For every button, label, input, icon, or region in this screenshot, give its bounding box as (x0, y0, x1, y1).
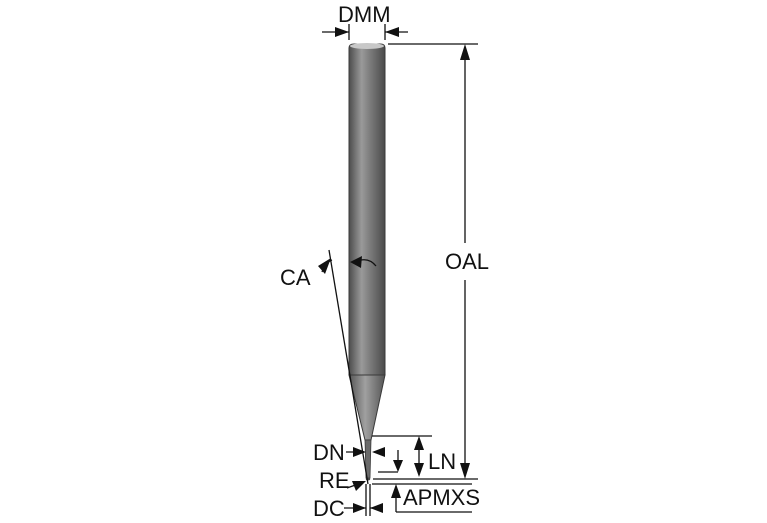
oal-dimension: OAL (373, 43, 489, 480)
dc-dimension: DC (313, 484, 383, 521)
ln-dimension: LN (372, 435, 456, 477)
apmxs-label: APMXS (403, 485, 480, 510)
re-dimension: RE (319, 468, 366, 493)
ln-label: LN (428, 449, 456, 474)
tip-height-marker (378, 450, 403, 473)
oal-label: OAL (445, 249, 489, 274)
tool-taper (348, 374, 386, 441)
re-label: RE (319, 468, 350, 493)
apmxs-dimension: APMXS (372, 483, 480, 513)
dn-label: DN (313, 440, 345, 465)
dmm-dimension: DMM (322, 2, 408, 40)
ca-angle: CA (280, 249, 377, 485)
dmm-label: DMM (338, 2, 391, 27)
tool-neck (364, 439, 372, 479)
tool-body (348, 43, 386, 481)
tool-shank (348, 43, 386, 376)
shank-end-face (350, 43, 384, 49)
ca-label: CA (280, 265, 311, 290)
dc-label: DC (313, 496, 345, 521)
dn-dimension: DN (313, 440, 385, 465)
